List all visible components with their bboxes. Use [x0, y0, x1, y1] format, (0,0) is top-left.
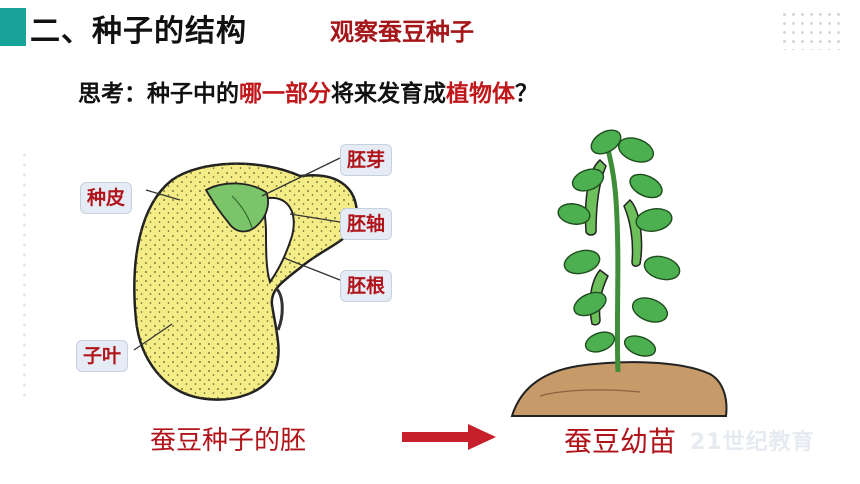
label-hypocotyl: 胚轴	[340, 208, 393, 240]
leaf	[629, 173, 663, 199]
leaf	[623, 335, 657, 357]
watermark-logo: 21世纪教育	[690, 430, 815, 455]
leaf	[563, 249, 601, 275]
caption-seedling: 蚕豆幼苗	[564, 425, 677, 458]
leaf	[557, 203, 591, 225]
leader-seed-coat	[145, 189, 181, 201]
hilum	[274, 286, 284, 331]
question-highlight-plant: 植物体	[446, 81, 515, 107]
label-cotyledon: 子叶	[76, 340, 129, 372]
label-seed-coat: 种皮	[80, 182, 133, 214]
leaf	[643, 255, 681, 281]
seedling-stem	[601, 131, 621, 373]
title-accent-bar	[0, 8, 26, 46]
question-prefix: 思考：种子中的	[78, 81, 239, 107]
leaf	[590, 129, 622, 155]
bean-pod	[623, 198, 643, 267]
leaf	[635, 208, 673, 232]
soil-mound	[510, 361, 728, 417]
question-highlight-part: 哪一部分	[239, 81, 331, 107]
label-plumule: 胚芽	[340, 144, 393, 176]
caption-embryo: 蚕豆种子的胚	[150, 426, 307, 456]
leader-plumule	[261, 157, 341, 197]
plumule-leaves	[204, 182, 269, 233]
decorative-dot-grid	[780, 10, 844, 50]
leaf	[617, 137, 655, 163]
bean-seedling-illustration	[510, 129, 728, 417]
title-bar: 二、种子的结构 观察蚕豆种子	[0, 0, 860, 54]
leader-hypocotyl	[289, 213, 341, 223]
leaf	[584, 331, 616, 353]
bean-seed-illustration	[133, 162, 358, 401]
page-title: 二、种子的结构	[30, 14, 247, 49]
leaf	[571, 168, 605, 192]
label-radicle: 胚根	[340, 270, 393, 302]
right-arrow-icon	[402, 424, 496, 450]
question-suffix: ？	[515, 81, 538, 107]
page-subtitle: 观察蚕豆种子	[330, 18, 474, 46]
question-text: 思考：种子中的哪一部分将来发育成植物体？	[78, 74, 538, 108]
decorative-side-dots	[20, 150, 30, 400]
leaf	[631, 297, 669, 323]
question-middle: 将来发育成	[331, 81, 446, 107]
leaf	[573, 291, 607, 317]
hypocotyl-radicle	[263, 196, 295, 285]
leader-cotyledon	[133, 323, 173, 351]
leader-radicle	[283, 257, 341, 281]
leader-lines	[133, 157, 341, 351]
